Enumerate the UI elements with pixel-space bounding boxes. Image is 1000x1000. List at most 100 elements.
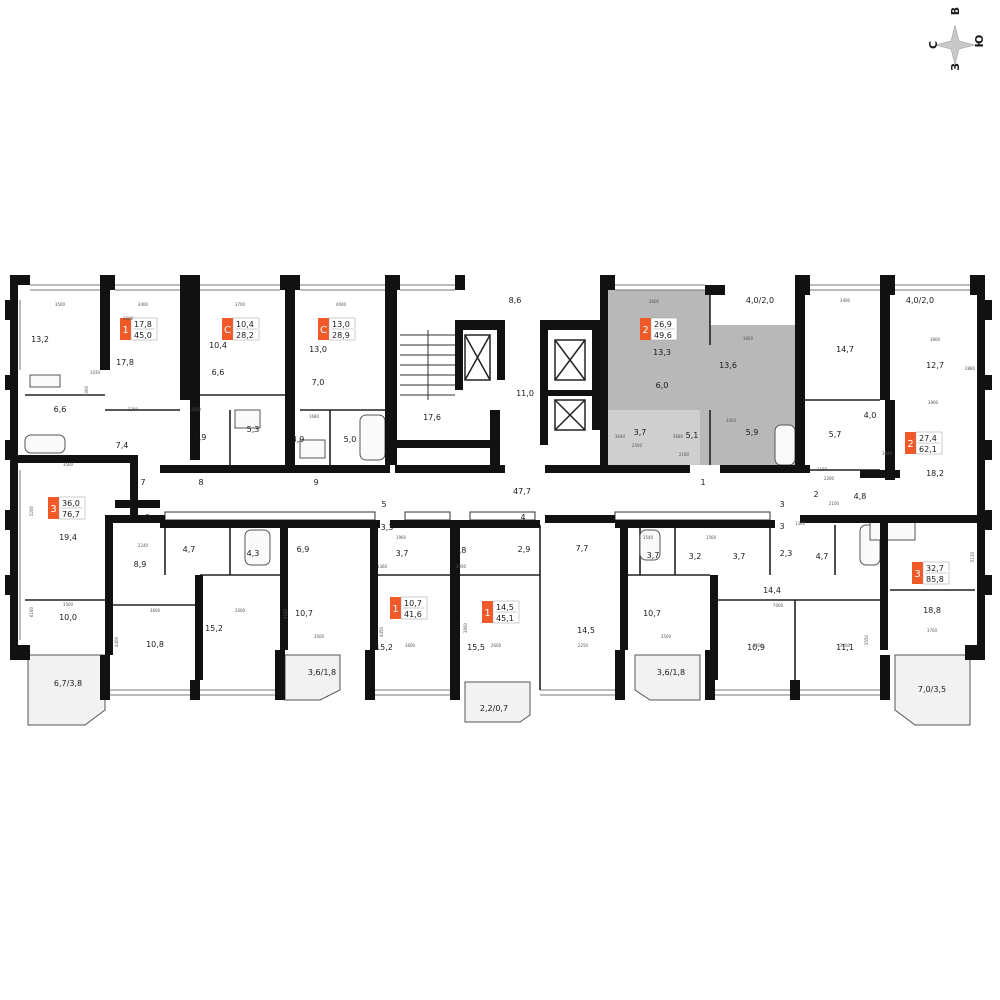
badge-swatch bbox=[390, 597, 401, 619]
dimension-label: 1030 bbox=[90, 370, 101, 375]
dimension-label: 2250 bbox=[578, 643, 589, 648]
room-area-label: 15,2 bbox=[205, 624, 223, 633]
room-area-label: 18,2 bbox=[926, 469, 944, 478]
room-area-label: 10,7 bbox=[643, 609, 661, 618]
room-area-label: 10,0 bbox=[59, 613, 77, 622]
unit-badge: С13,028,9 bbox=[318, 317, 356, 341]
unit-badge: 110,741,6 bbox=[390, 596, 428, 620]
dimension-label: 2160 bbox=[191, 407, 202, 412]
room-area-label: 3,3 bbox=[381, 523, 394, 532]
door-number-label: 4 bbox=[520, 513, 525, 522]
room-area-label: 4,8 bbox=[854, 492, 867, 501]
unit-badge: 332,785,8 bbox=[912, 561, 950, 585]
badge-swatch bbox=[48, 497, 59, 519]
badge-total-area: 28,2 bbox=[236, 331, 254, 340]
dimension-label: 3600 bbox=[405, 643, 416, 648]
dimension-label: 1560 bbox=[706, 535, 717, 540]
room-area-label: 8,6 bbox=[509, 296, 522, 305]
badge-living-area: 26,9 bbox=[654, 320, 672, 329]
room-area-label: 3,2 bbox=[689, 552, 702, 561]
room-area-label: 5,9 bbox=[194, 433, 207, 442]
compass-west-label: З bbox=[949, 63, 962, 71]
badge-living-area: 32,7 bbox=[926, 564, 944, 573]
dimension-label: 3400 bbox=[840, 298, 851, 303]
room-area-label: 4,0/2,0 bbox=[746, 296, 774, 305]
dimension-label: 3800 bbox=[930, 337, 941, 342]
dimension-label: 1000 bbox=[84, 385, 89, 396]
room-area-label: 2,2/0,7 bbox=[480, 704, 508, 713]
room-area-label: 15,5 bbox=[467, 643, 485, 652]
badge-swatch bbox=[120, 318, 131, 340]
room-area-label: 6,6 bbox=[212, 368, 225, 377]
room-area-label: 13,2 bbox=[31, 335, 49, 344]
dimension-label: 3700 bbox=[235, 302, 246, 307]
room-area-label: 14,4 bbox=[763, 586, 781, 595]
room-area-label: 2,9 bbox=[518, 545, 531, 554]
room-area-label: 13,6 bbox=[719, 361, 737, 370]
door-number-label: 5 bbox=[381, 500, 386, 509]
door-number-label: 9 bbox=[313, 478, 318, 487]
dimension-label: 2600 bbox=[235, 608, 246, 613]
balconies bbox=[27, 654, 971, 726]
elevators bbox=[464, 334, 586, 431]
dimension-label: 1680 bbox=[309, 414, 320, 419]
room-area-label: 3,6/1,8 bbox=[657, 668, 685, 677]
room-area-label: 8,9 bbox=[134, 560, 147, 569]
dimension-label: 3400 bbox=[840, 643, 851, 648]
room-area-label: 4,0 bbox=[864, 411, 877, 420]
room-area-label: 2,3 bbox=[780, 549, 793, 558]
badge-swatch bbox=[640, 318, 651, 340]
room-area-label: 3,6/1,8 bbox=[308, 668, 336, 677]
room-area-label: 7,0/3,5 bbox=[918, 685, 946, 694]
badge-room-count: С bbox=[224, 325, 231, 336]
room-area-label: 12,7 bbox=[926, 361, 944, 370]
dimension-label: 3900 bbox=[928, 400, 939, 405]
badge-swatch bbox=[912, 562, 923, 584]
room-area-label: 13,0 bbox=[309, 345, 327, 354]
room-area-label: 3,8 bbox=[454, 546, 467, 555]
dimension-label: 3550 bbox=[864, 634, 869, 645]
room-area-label: 4,3 bbox=[247, 549, 260, 558]
compass-north-label: С bbox=[927, 41, 940, 49]
badge-room-count: 2 bbox=[642, 325, 648, 336]
interior-walls bbox=[25, 290, 975, 690]
badge-room-count: 1 bbox=[484, 608, 490, 619]
room-area-label: 15,2 bbox=[375, 643, 393, 652]
badge-room-count: 1 bbox=[392, 604, 398, 615]
badge-swatch bbox=[482, 601, 493, 623]
dimension-label: 3700 bbox=[927, 628, 938, 633]
dimension-label: 2160 bbox=[679, 452, 690, 457]
badge-total-area: 85,8 bbox=[926, 575, 944, 584]
dimension-label: 3800 bbox=[743, 336, 754, 341]
badge-room-count: 1 bbox=[122, 325, 128, 336]
dimension-label: 2240 bbox=[138, 543, 149, 548]
badge-living-area: 14,5 bbox=[496, 603, 514, 612]
room-area-label: 5,3 bbox=[247, 425, 260, 434]
dimension-label: 3450 bbox=[726, 418, 737, 423]
badge-total-area: 62,1 bbox=[919, 445, 937, 454]
badge-swatch bbox=[222, 318, 233, 340]
dimension-label: 6160 bbox=[29, 606, 34, 617]
room-area-label: 11,0 bbox=[516, 389, 534, 398]
room-area-label: 18,8 bbox=[923, 606, 941, 615]
room-area-label: 17,8 bbox=[116, 358, 134, 367]
dimension-label: 5200 bbox=[29, 505, 34, 516]
dimension-label: 1960 bbox=[396, 535, 407, 540]
room-area-label: 14,7 bbox=[836, 345, 854, 354]
unit-badge: 114,545,1 bbox=[482, 600, 520, 624]
room-area-label: 6,9 bbox=[297, 545, 310, 554]
dimension-label: 3500 bbox=[63, 602, 74, 607]
dimension-label: 3600 bbox=[150, 608, 161, 613]
dimension-label: 2600 bbox=[491, 643, 502, 648]
dimension-label: 2560 bbox=[632, 443, 643, 448]
dimension-label: 1040 bbox=[882, 451, 893, 456]
room-area-label: 6,6 bbox=[54, 405, 67, 414]
room-area-label: 3,7 bbox=[733, 552, 746, 561]
dimension-label: 3500 bbox=[63, 462, 74, 467]
room-area-label: 10,7 bbox=[295, 609, 313, 618]
room-area-label: 13,3 bbox=[653, 348, 671, 357]
badge-living-area: 13,0 bbox=[332, 320, 350, 329]
